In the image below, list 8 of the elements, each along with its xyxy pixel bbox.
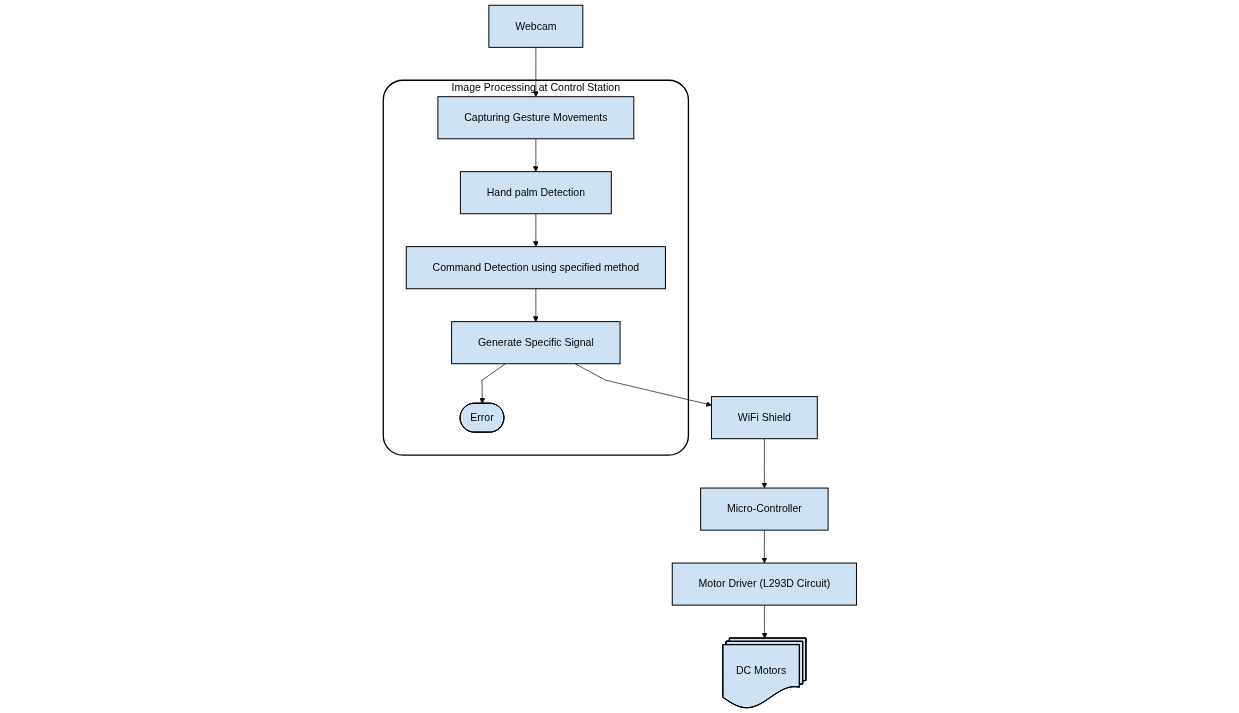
node-box: Generate Specific Signal <box>450 321 621 365</box>
node-box: WiFi Shield <box>710 396 818 440</box>
node-box: Capturing Gesture Movements <box>437 96 634 140</box>
node-box: Micro-Controller <box>699 487 829 531</box>
node-box: Command Detection using specified method <box>405 246 666 290</box>
node-box: Motor Driver (L293D Circuit) <box>671 562 857 606</box>
node-box: Webcam <box>488 4 583 48</box>
node-box: Hand palm Detection <box>459 171 612 215</box>
